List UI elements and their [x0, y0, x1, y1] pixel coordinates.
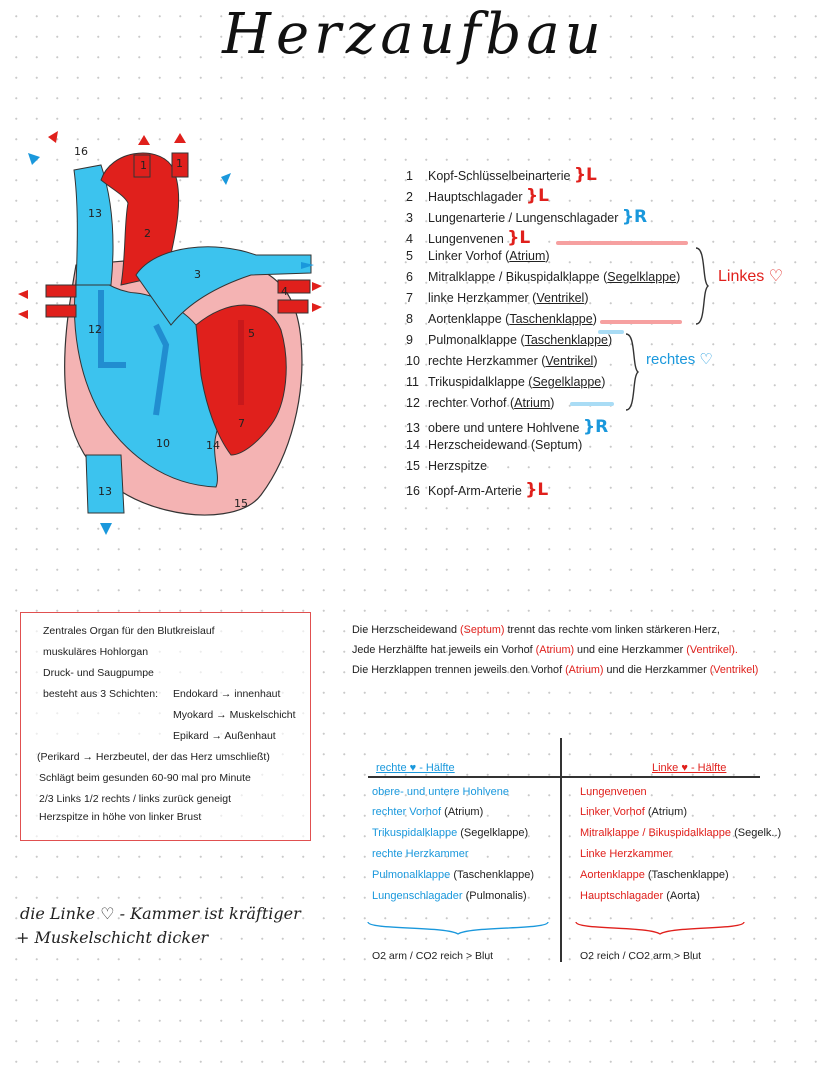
label-1a: 1	[140, 159, 147, 172]
note-line: die Linke ♡ - Kammer ist kräftiger	[20, 904, 301, 923]
label-5: 5	[248, 327, 255, 340]
label-14: 14	[206, 439, 220, 452]
right-half-footer: O2 arm / CO2 reich > Blut	[372, 950, 494, 962]
label-13: 13	[88, 207, 102, 220]
highlight-line	[556, 241, 688, 245]
list-item: obere- und untere Hohlvene	[372, 786, 509, 798]
pulmonary-vein-1	[277, 279, 311, 294]
flow-arrow-blue-2	[153, 323, 170, 416]
left-group-label: Linkes ♡	[718, 268, 784, 285]
list-item: rechter Vorhof (Atrium)	[372, 806, 484, 818]
right-heart-blue	[74, 274, 221, 488]
compare-divider-vertical	[560, 738, 562, 962]
list-item: Linke Herzkammer	[580, 848, 673, 860]
info-box: Zentrales Organ für den Blutkreislauf mu…	[20, 612, 311, 841]
label-2: 2	[144, 227, 151, 240]
info-line: Endokard → innenhaut	[173, 688, 281, 700]
heart-diagram: 16 1 1 13 2 3 4 12 5 10 14 7 13 15	[18, 131, 322, 535]
list-item: Mitralklappe / Bikuspidalklappe (Segelk.…	[580, 827, 782, 839]
right-half-header: rechte ♥ - Hälfte	[376, 762, 455, 774]
info-line: Herzspitze in höhe von linker Brust	[39, 811, 202, 823]
pulmonary-vein-4	[45, 304, 77, 318]
info-line: Myokard → Muskelschicht	[173, 709, 296, 721]
pulmonary-vein-3	[45, 284, 77, 298]
blue-arrows	[28, 153, 314, 535]
vessel-top-1	[133, 154, 151, 178]
label-13b: 13	[98, 485, 112, 498]
left-half-header: Linke ♥ - Hälfte	[652, 762, 727, 774]
list-item: rechte Herzkammer	[372, 848, 469, 860]
info-line: muskuläres Hohlorgan	[43, 646, 149, 658]
vena-cava-inferior	[85, 454, 125, 514]
page-title: Herzaufbau	[222, 2, 606, 67]
paragraph-line: Jede Herzhälfte hat jeweils ein Vorhof (…	[352, 644, 738, 656]
pulmonary-trunk	[135, 246, 312, 326]
info-line: Epikard → Außenhaut	[173, 730, 276, 742]
list-item: Pulmonalklappe (Taschenklappe)	[372, 869, 535, 881]
list-item: Lungenschlagader (Pulmonalis)	[372, 890, 527, 902]
list-item: Linker Vorhof (Atrium)	[580, 806, 687, 818]
highlight-line	[570, 402, 614, 406]
info-line: Druck- und Saugpumpe	[43, 667, 154, 679]
info-line: 2/3 Links 1/2 rechts / links zurück gene…	[39, 793, 232, 805]
label-15: 15	[234, 497, 248, 510]
info-line: Schlägt beim gesunden 60-90 mal pro Minu…	[39, 772, 251, 784]
label-16: 16	[74, 145, 88, 158]
label-7: 7	[238, 417, 245, 430]
left-half-brace	[575, 921, 745, 935]
highlight-line	[598, 330, 624, 334]
diagram-labels: 16 1 1 13 2 3 4 12 5 10 14 7 13 15	[74, 145, 288, 510]
red-arrows	[18, 131, 322, 319]
flow-arrow-blue	[98, 290, 126, 368]
highlight-line	[600, 320, 682, 324]
compare-divider-horizontal	[368, 776, 760, 778]
paragraph-line: Die Herzklappen trennen jeweils den Vorh…	[352, 664, 759, 676]
label-12: 12	[88, 323, 102, 336]
label-1b: 1	[176, 157, 183, 170]
list-item: Trikuspidalklappe (Segelklappe)	[372, 827, 529, 839]
right-half-brace	[367, 921, 549, 935]
vessel-top-2	[171, 152, 189, 178]
list-item: Aortenklappe (Taschenklappe)	[580, 869, 729, 881]
list-item: Hauptschlagader (Aorta)	[580, 890, 700, 902]
left-group-brace	[695, 247, 710, 325]
info-line: (Perikard → Herzbeutel, der das Herz ums…	[37, 751, 270, 763]
right-group-brace	[625, 333, 640, 411]
right-group-label: rechtes ♡	[646, 351, 713, 368]
list-item: Lungenvenen	[580, 786, 647, 798]
pulmonary-vein-2	[277, 299, 309, 314]
label-4: 4	[281, 285, 288, 298]
left-half-footer: O2 reich / CO2 arm > Blut	[580, 950, 702, 962]
note-line: + Muskelschicht dicker	[16, 928, 209, 947]
label-10: 10	[156, 437, 170, 450]
paragraph-line: Die Herzscheidewand (Septum) trennt das …	[352, 624, 720, 636]
label-3: 3	[194, 268, 201, 281]
info-line: Zentrales Organ für den Blutkreislauf	[43, 625, 215, 637]
vena-cava-superior	[73, 164, 114, 286]
info-line: besteht aus 3 Schichten:	[43, 688, 158, 700]
